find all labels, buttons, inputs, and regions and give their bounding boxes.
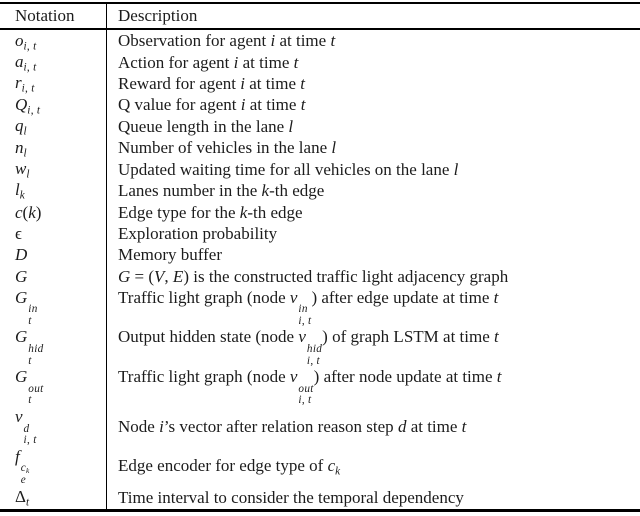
notation-cell: wl bbox=[15, 159, 30, 181]
table-row: c(k) Edge type for the k-th edge bbox=[0, 202, 640, 223]
table-top-rule bbox=[0, 2, 640, 4]
notation-cell: ql bbox=[15, 116, 27, 138]
description-cell: Edge type for the k-th edge bbox=[118, 202, 303, 222]
description-cell: Number of vehicles in the lane l bbox=[118, 138, 337, 158]
column-divider-rule bbox=[105, 2, 107, 512]
notation-cell: Δt bbox=[15, 487, 30, 509]
description-cell: Lanes number in the k-th edge bbox=[118, 181, 325, 201]
table-row: Δt Time interval to consider the temporal… bbox=[0, 487, 640, 508]
notation-cell: Qi, t bbox=[15, 94, 41, 117]
notation-cell: oi, t bbox=[15, 30, 37, 52]
notation-cell: ϵ bbox=[15, 224, 22, 243]
table-row: Qi, t Q value for agent i at time t bbox=[0, 95, 640, 116]
table-row: ai, t Action for agent i at time t bbox=[0, 52, 640, 73]
table-row: ri, t Reward for agent i at time t bbox=[0, 73, 640, 94]
description-cell: Reward for agent i at time t bbox=[118, 74, 305, 94]
table-row: nl Number of vehicles in the lane l bbox=[0, 138, 640, 159]
description-cell: G = (V, E) is the constructed traffic li… bbox=[118, 266, 509, 286]
notation-cell: D bbox=[15, 245, 28, 265]
table-header-row: Notation Description bbox=[0, 3, 640, 28]
notation-cell: nl bbox=[15, 137, 27, 159]
notation-cell: lk bbox=[15, 180, 26, 202]
description-cell: Action for agent i at time t bbox=[118, 52, 299, 72]
table-header-rule bbox=[0, 28, 640, 31]
description-cell: Edge encoder for edge type of ck bbox=[118, 456, 341, 478]
notation-cell: ri, t bbox=[15, 73, 35, 95]
table-row: lk Lanes number in the k-th edge bbox=[0, 180, 640, 201]
table-row: oi, t Observation for agent i at time t bbox=[0, 31, 640, 52]
notation-cell: G bbox=[15, 266, 28, 286]
table-row: ϵ Exploration probability bbox=[0, 223, 640, 244]
description-cell: Memory buffer bbox=[118, 245, 223, 265]
table-row: ql Queue length in the lane l bbox=[0, 116, 640, 137]
description-cell: Time interval to consider the temporal d… bbox=[118, 487, 464, 507]
description-cell: Queue length in the lane l bbox=[118, 116, 294, 136]
description-cell: Exploration probability bbox=[118, 224, 278, 243]
table-row: G G = (V, E) is the constructed traffic l… bbox=[0, 266, 640, 287]
description-cell: Observation for agent i at time t bbox=[118, 31, 336, 51]
table-row: wl Updated waiting time for all vehicles … bbox=[0, 159, 640, 180]
description-cell: Updated waiting time for all vehicles on… bbox=[118, 159, 459, 179]
description-cell: Q value for agent i at time t bbox=[118, 95, 306, 115]
table-bottom-rule bbox=[0, 509, 640, 512]
description-cell: Node i’s vector after relation reason st… bbox=[118, 417, 467, 437]
notation-cell: ai, t bbox=[15, 51, 37, 74]
notation-cell: c(k) bbox=[15, 202, 42, 222]
header-description: Description bbox=[118, 5, 198, 25]
header-notation: Notation bbox=[15, 5, 75, 25]
table-row: D Memory buffer bbox=[0, 245, 640, 266]
